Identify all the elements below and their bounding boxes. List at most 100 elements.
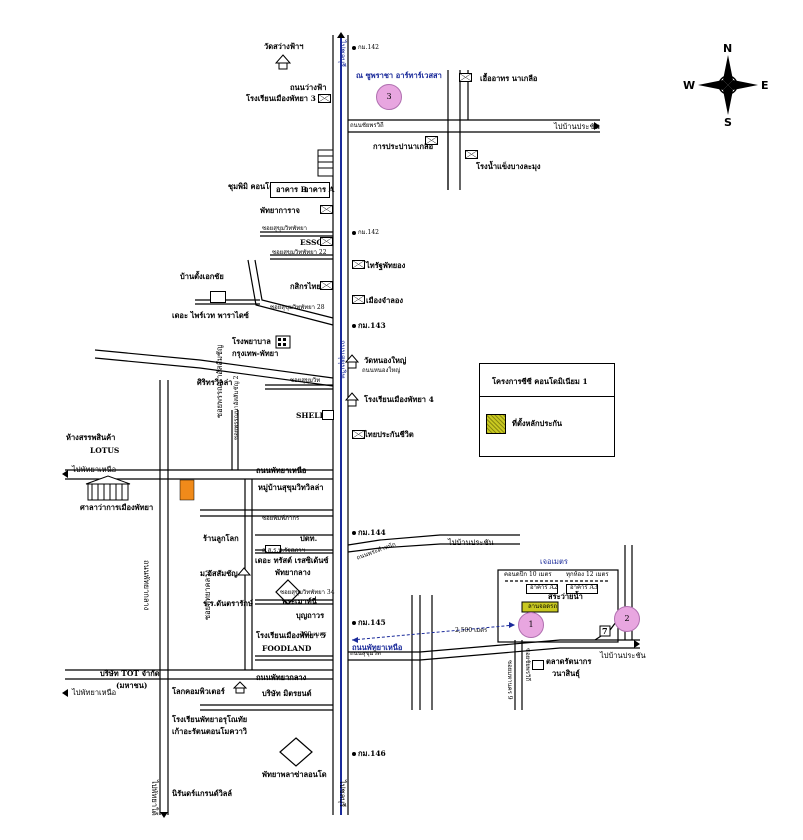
road-dist: 2,500 เมตร: [455, 627, 488, 634]
envelope-icon: [459, 73, 472, 82]
km-142b: กม.142: [358, 229, 379, 236]
envelope-icon: [318, 94, 331, 103]
place-market-naklua: เอื้ออาทร นาเกลือ: [480, 74, 538, 83]
road-soi-p-v: ซอยพัทยาคลาง: [203, 570, 212, 620]
road-soi-v-right: ซอยมหานคร 9: [506, 660, 513, 700]
building-box: [322, 410, 334, 420]
place-shop: ร้านลูกโลก: [203, 534, 239, 543]
place-school-sukhumvit: ณ ซูพราชา อาร์ทาร์เวสสา: [356, 71, 442, 80]
legend-item-label: ที่ตั้งหลักประกัน: [512, 419, 563, 428]
road-soi-sukhumvit: ซอยสุขุมวิทพัทยา: [262, 225, 308, 232]
place-mueng-jamlong: เมืองจำลอง: [366, 296, 404, 305]
place-shell: SHELL: [296, 411, 325, 420]
km-145: กม.145: [358, 618, 386, 627]
place-the-private: เดอะ ไพร์เวท พาราไดซ์: [172, 311, 249, 320]
road-sukhumvit-s: ถนนสุขุมวิท: [350, 650, 381, 657]
place-bunyathat: บุญถาวร: [296, 611, 325, 620]
road-to-naklua-2: ไปบ้านประชัน: [600, 651, 646, 660]
place-school-bangla: โรงน้ำแข็งบางละมุง: [476, 162, 541, 171]
place-foodland: FOODLAND: [262, 644, 312, 653]
building-a: อาคาร A: [304, 185, 335, 194]
building-box: [210, 291, 226, 303]
envelope-icon: [320, 281, 333, 290]
road-soi-phetch: ซอยสุขุมวิท: [290, 377, 321, 384]
place-tot: บริษัท TOT จำกัด: [100, 669, 160, 678]
km-dot: [352, 621, 356, 625]
road-to-pattaya: ไปพัทยาเหนือ: [72, 465, 117, 474]
building-b: อาคาร B: [276, 185, 307, 194]
road-soi-34: ซอยสุขุมวิทพัทยา 34: [280, 589, 335, 596]
compass-w-label: W: [683, 79, 696, 92]
place-trust-soi: ส.ส.ร.ท.รัฐสภาฯ: [262, 547, 306, 554]
building-box: [270, 182, 330, 198]
road-to-rayong-2: ไปบ้านประชัน: [448, 538, 494, 547]
road-bottom-label: ไปชลบุรี: [338, 780, 347, 808]
km-dot: [352, 531, 356, 535]
place-pattaya-kan: พัทยาการาจ: [260, 206, 300, 215]
road-soi-vert: ซอยพรรณนาอัสสัมชัญ: [215, 344, 224, 418]
building-a3-box: [566, 584, 598, 594]
place-kh12: ทุกห้อง 12 เมตร: [566, 571, 609, 578]
marker-3: 3: [376, 84, 402, 110]
place-swimming: สระว่ายน้ำ: [548, 592, 583, 601]
place-luk-sua: ถนนว่างฟ้า: [290, 83, 327, 92]
place-hall: พัทยาพลาซ่าลอนโด: [262, 770, 327, 779]
road-pattaya-klang: ถนนพัทยากลาง: [256, 673, 307, 682]
road-soi-site: ซอยชัยพรวิถี: [524, 648, 531, 681]
km-dot: [352, 752, 356, 756]
seven-eleven-icon: 7: [602, 626, 608, 636]
place-tot-2: (มหาชน): [116, 681, 148, 690]
place-lotus: LOTUS: [90, 446, 120, 455]
place-nirun: นิรันดร์แกรนด์วิลล์: [172, 789, 232, 798]
place-village: หมู่บ้านสุขุมวิทวิลล่า: [258, 483, 324, 492]
road-pattaya-nuea: ถนนพัทยาเหนือ: [256, 466, 307, 475]
road-to-bkk-s: ไปพัทยาใต้: [150, 780, 159, 816]
place-city-hall: ศาลาว่าการเมืองพัทยา: [80, 503, 154, 512]
map-legend: โครงการซีซี คอนโดมิเนียม 1 ที่ตั้งหลักปร…: [479, 363, 615, 457]
km-142a: กม.142: [358, 44, 379, 51]
place-sirichai: ศิริทรวิลล่า: [197, 378, 233, 387]
compass-icon: [698, 55, 758, 115]
road-soi-wat: ซอยพิมพ์ภากร: [262, 515, 300, 522]
lotus-building-icon: [85, 475, 131, 501]
road-soi-vert-2: ซอยพรรณนาอัสสัมชัญ 2: [233, 375, 240, 440]
place-dupmith: ชุมพิมิ คอนโดทาวน์: [228, 182, 293, 191]
place-a2: อาคาร A2: [530, 584, 558, 591]
road-soi-22: ซอยสุขุมวิทพัทยา 22: [272, 249, 327, 256]
place-school-t: โรงเรียนพัทยาอรุโณทัย: [172, 715, 248, 724]
envelope-icon: [352, 295, 365, 304]
place-school-t-2: เก้าอะรัตนตอนโมควาวิ: [172, 727, 247, 736]
place-phra: พระเมาท์นี่: [282, 597, 317, 606]
km-dot: [352, 324, 356, 328]
km-143: กม.143: [358, 321, 386, 330]
hospital-icon: [275, 335, 291, 349]
place-school-4: โรงเรียนเมืองพัทยา 4: [364, 395, 434, 404]
collateral-block: [521, 601, 559, 613]
marker-2: 2: [614, 606, 640, 632]
temple-icon: [274, 54, 292, 64]
km-146: กม.146: [358, 749, 386, 758]
legend-swatch: [486, 414, 506, 434]
place-market: ตลาดรัตนากร: [546, 657, 592, 666]
place-kasikorn: กสิกรไทย: [290, 282, 321, 291]
place-lokhom: โลกคอมพิวเตอร์: [172, 687, 225, 696]
envelope-icon: [352, 430, 365, 439]
building-a2-box: [526, 584, 558, 594]
orange-logo: [179, 479, 195, 501]
road-central-v: ถนนพัทยากลาง: [142, 560, 151, 611]
compass-n-label: N: [723, 42, 733, 55]
envelope-icon: [320, 237, 333, 246]
place-school-3: โรงเรียนเมืองพัทยา 3: [246, 94, 316, 103]
place-makro: ม.อัสสัมชัญ: [200, 569, 238, 578]
envelope-icon: [352, 260, 365, 269]
road-soi-28: ซอยสุขุมวิทพัทยา 28: [270, 304, 325, 311]
place-hospital-2: กรุงเทพ-พัทยา: [232, 349, 279, 358]
building-box: [532, 660, 544, 670]
legend-title: โครงการซีซี คอนโดมิเนียม 1: [492, 377, 588, 386]
road-to-naklua: ไปบ้านประชัน: [554, 122, 600, 131]
road-sukhumvit-label: ถนนสุขุมวิท: [338, 340, 347, 379]
place-rs: ร.ร.ดันตรารักษ์: [203, 599, 253, 608]
place-banton: บริษัท มิตรยนต์: [262, 689, 312, 698]
place-water: การประปานาเกลือ: [373, 142, 434, 151]
